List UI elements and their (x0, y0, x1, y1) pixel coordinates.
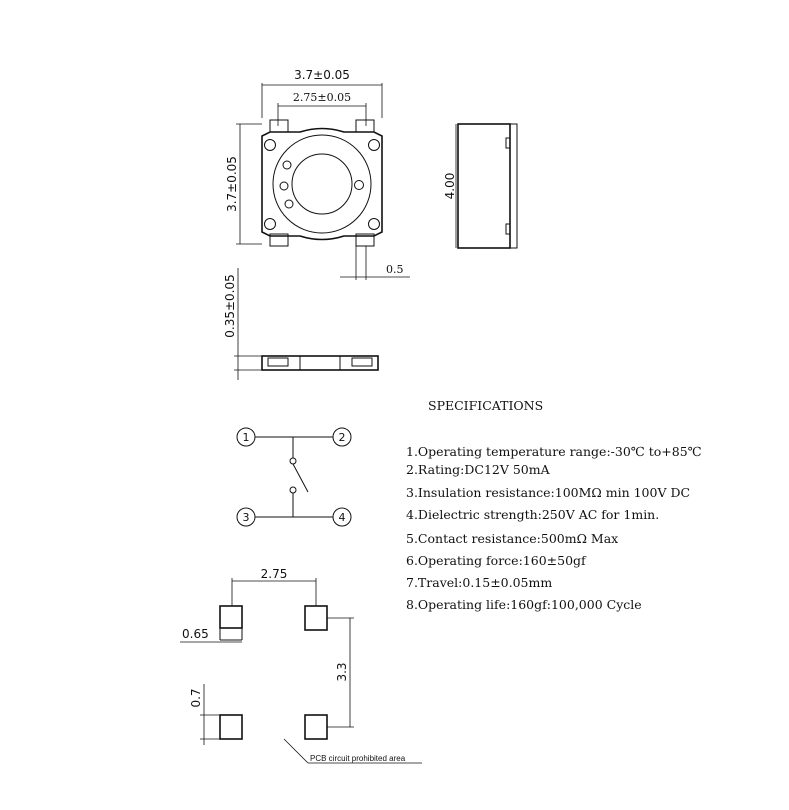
spec-item: 1.Operating temperature range:-30℃ to+85… (406, 444, 702, 459)
pcb-prohibited-note: PCB circuit prohibited area (310, 754, 406, 763)
spec-item: 2.Rating:DC12V 50mA (406, 462, 551, 477)
pin-1-label: 1 (243, 431, 250, 444)
spec-item: 3.Insulation resistance:100MΩ min 100V D… (406, 485, 690, 500)
pin-2-label: 2 (339, 431, 346, 444)
pcb-layout: 2.75 0.65 3.3 0.7 PCB circuit prohibited… (180, 567, 422, 764)
dim-terminal-width: 0.5 (386, 263, 404, 276)
spec-item: 6.Operating force:160±50gf (406, 553, 587, 568)
dim-profile-height: 0.35±0.05 (223, 274, 237, 338)
dim-top-width: 3.7±0.05 (294, 68, 350, 82)
top-view: 3.7±0.05 2.75±0.05 3.7±0.05 (225, 68, 410, 280)
spec-item: 4.Dielectric strength:250V AC for 1min. (406, 507, 659, 522)
spec-item: 7.Travel:0.15±0.05mm (406, 575, 552, 590)
switch-schematic: 1 2 3 4 (236, 427, 352, 527)
dim-side-height: 4.00 (443, 173, 457, 200)
specifications-title: SPECIFICATIONS (428, 398, 543, 413)
dim-inner-width: 2.75±0.05 (293, 91, 351, 104)
dim-pcb-spacing: 2.75 (261, 567, 288, 581)
dim-pad-width: 0.65 (182, 627, 209, 641)
profile-view: 0.35±0.05 (223, 268, 379, 380)
dim-left-height: 3.7±0.05 (225, 156, 239, 212)
pin-4-label: 4 (339, 511, 346, 524)
spec-item: 5.Contact resistance:500mΩ Max (406, 531, 618, 546)
side-view: 4.00 (443, 123, 518, 249)
spec-item: 8.Operating life:160gf:100,000 Cycle (406, 597, 642, 612)
dim-pad-height: 0.7 (189, 688, 203, 707)
pin-3-label: 3 (243, 511, 250, 524)
dim-pcb-vertical: 3.3 (335, 662, 349, 681)
specifications-block: SPECIFICATIONS 1.Operating temperature r… (406, 398, 702, 612)
